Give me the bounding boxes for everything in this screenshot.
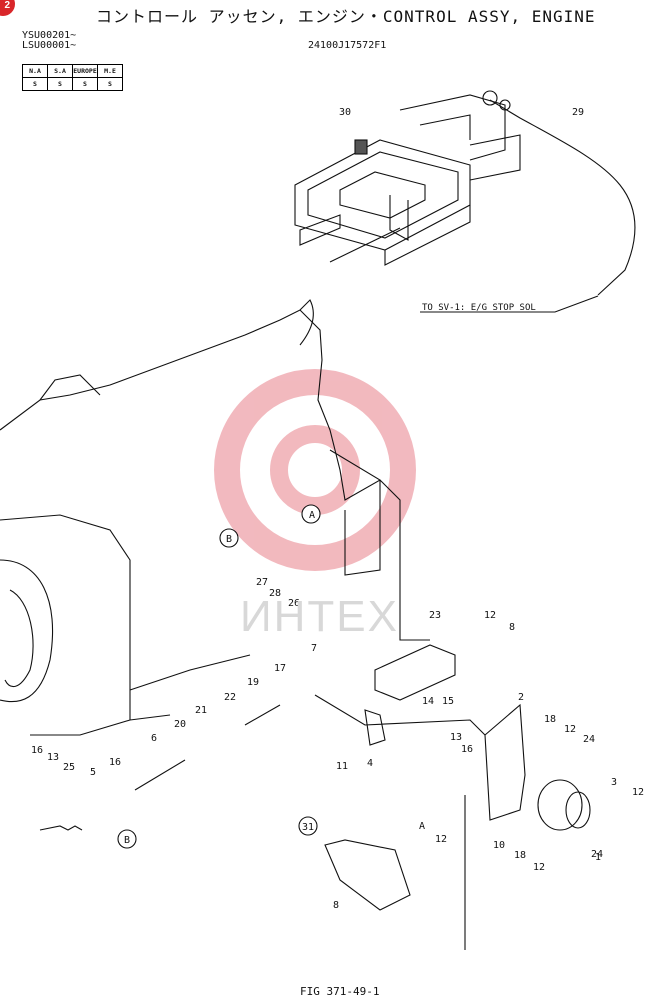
callout-b: B xyxy=(226,534,232,545)
marker-a-lower xyxy=(298,816,318,836)
spring-31 xyxy=(39,825,83,831)
callout-26: 26 xyxy=(288,598,300,609)
cable-routing-note: TO SV-1: E/G STOP SOL xyxy=(422,303,536,313)
callout-11: 11 xyxy=(336,761,348,772)
marker-b-lower xyxy=(117,829,137,849)
callout-3: 3 xyxy=(611,777,617,788)
callout-28: 28 xyxy=(269,588,281,599)
callout-6: 6 xyxy=(151,733,157,744)
lever-4 xyxy=(364,709,386,746)
callout-2: 2 xyxy=(518,692,524,703)
callout-8: 8 xyxy=(333,900,339,911)
callout-16: 16 xyxy=(109,757,121,768)
watermark-text: ИНТЕХ xyxy=(240,592,399,641)
callout-12: 12 xyxy=(435,834,447,845)
watermark-gear-ring xyxy=(214,369,416,571)
marker-b-upper xyxy=(219,528,239,548)
control-box-assembly xyxy=(294,94,521,266)
callout-a: A xyxy=(309,510,315,521)
reference-markers xyxy=(117,504,321,849)
callout-27: 27 xyxy=(256,577,268,588)
callout-21: 21 xyxy=(195,705,207,716)
serial-range-1: YSU00201~ xyxy=(22,30,77,41)
watermark-gear-icon xyxy=(214,369,416,571)
callout-14: 14 xyxy=(422,696,434,707)
callout-18: 18 xyxy=(544,714,556,725)
callout-16: 16 xyxy=(31,745,43,756)
callout-7: 7 xyxy=(311,643,317,654)
callout-13: 13 xyxy=(47,752,59,763)
region-value-na: S xyxy=(22,77,48,91)
callout-25: 25 xyxy=(63,762,75,773)
page-title: コントロール アッセン, エンジン・CONTROL ASSY, ENGINE xyxy=(96,7,596,26)
callout-12: 12 xyxy=(564,724,576,735)
callout-18: 18 xyxy=(514,850,526,861)
solenoid-1 xyxy=(537,779,591,831)
callout-29: 29 xyxy=(572,107,584,118)
callout-b: B xyxy=(124,835,130,846)
callout-30: 30 xyxy=(339,107,351,118)
callout-10: 10 xyxy=(493,840,505,851)
callout-16: 16 xyxy=(461,744,473,755)
callout-24: 24 xyxy=(583,734,595,745)
callout-4: 4 xyxy=(367,758,373,769)
callout-12: 12 xyxy=(533,862,545,873)
callout-24: 24 xyxy=(591,849,603,860)
callout-5: 5 xyxy=(90,767,96,778)
page-corner-badge: 2 xyxy=(0,0,15,16)
region-table: N.A S.A EUROPE M.E S S S S xyxy=(22,64,123,91)
callout-17: 17 xyxy=(274,663,286,674)
bracket-3 xyxy=(324,839,411,911)
engine-outline xyxy=(0,299,430,736)
figure-label: FIG 371-49-1 xyxy=(300,985,380,998)
callout-12: 12 xyxy=(632,787,644,798)
rod-19 xyxy=(244,704,281,726)
callout-15: 15 xyxy=(442,696,454,707)
callout-31: 31 xyxy=(302,822,314,833)
bracket-23 xyxy=(374,644,456,701)
callout-12: 12 xyxy=(484,610,496,621)
callout-23: 23 xyxy=(429,610,441,621)
callout-a: A xyxy=(419,821,425,832)
serial-range-2: LSU00001~ xyxy=(22,40,77,51)
callout-19: 19 xyxy=(247,677,259,688)
stop-cable xyxy=(420,90,636,313)
plate-2 xyxy=(484,703,526,821)
rod-6 xyxy=(134,759,186,791)
callout-1: 1 xyxy=(595,852,601,863)
marker-a-upper xyxy=(301,504,321,524)
callout-13: 13 xyxy=(450,732,462,743)
callout-8: 8 xyxy=(509,622,515,633)
callout-20: 20 xyxy=(174,719,186,730)
link-line xyxy=(314,694,486,736)
region-value-me: S xyxy=(97,77,123,91)
callout-22: 22 xyxy=(224,692,236,703)
part-number: 24100J17572F1 xyxy=(308,40,387,51)
